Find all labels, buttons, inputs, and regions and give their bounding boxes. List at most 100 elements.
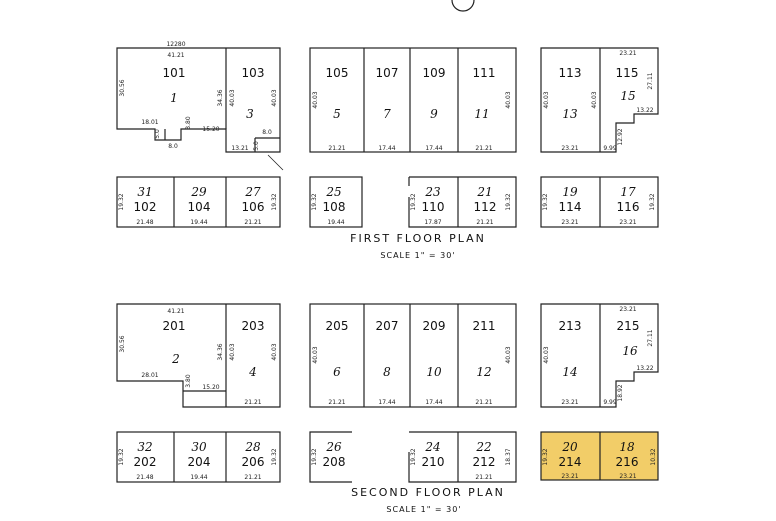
dimension-label: 40.03 xyxy=(229,89,236,106)
dimension-label: 18.37 xyxy=(505,448,512,465)
dimension-label: 19.32 xyxy=(271,448,278,465)
unit-116-label: 116 xyxy=(617,200,640,214)
lot-4-label: 4 xyxy=(248,365,257,379)
dimension-label: 17.87 xyxy=(424,219,441,226)
unit-107-label: 107 xyxy=(376,66,399,80)
unit-114-label: 114 xyxy=(559,200,582,214)
dimension-label: 23.21 xyxy=(619,50,636,57)
unit-108-label: 108 xyxy=(323,200,346,214)
building-102-106-outline xyxy=(116,176,281,228)
unit-206-label: 206 xyxy=(242,455,265,469)
lot-2-label: 2 xyxy=(171,352,180,366)
lot-16-label: 16 xyxy=(622,344,638,358)
first-floor-plan: 101 1 103 3 105 5 107 7 109 9 111 11 113… xyxy=(116,41,659,260)
lot-14-label: 14 xyxy=(562,365,577,379)
dimension-label: 40.03 xyxy=(271,89,278,106)
unit-106-label: 106 xyxy=(242,200,265,214)
dimension-label: 10.32 xyxy=(650,448,657,465)
lot-13-label: 13 xyxy=(562,107,578,121)
dimension-label: 17.44 xyxy=(378,145,395,152)
dimension-label: 21.21 xyxy=(476,219,493,226)
dimension-label: 21.21 xyxy=(244,219,261,226)
unit-110-label: 110 xyxy=(422,200,445,214)
dimension-label: 19.32 xyxy=(271,193,278,210)
dimension-label: 12.92 xyxy=(617,128,624,145)
unit-215-label: 215 xyxy=(617,319,640,333)
lot-18-label: 18 xyxy=(619,440,635,454)
dimension-label: 23.21 xyxy=(619,473,636,480)
lot-20-label: 20 xyxy=(561,440,578,454)
first-floor-dimensions: 12280 41.21 30.56 18.01 34.36 40.03 40.0… xyxy=(118,41,656,226)
dimension-label: 18.01 xyxy=(141,119,158,126)
first-floor-title: FIRST FLOOR PLAN xyxy=(350,232,486,245)
unit-102-label: 102 xyxy=(134,200,157,214)
lot-29-label: 29 xyxy=(190,185,207,199)
dimension-label: 5.0 xyxy=(253,141,260,151)
pointer-arrow-icon xyxy=(267,154,284,171)
second-floor-title: SECOND FLOOR PLAN xyxy=(351,486,505,499)
lot-25-label: 25 xyxy=(325,185,341,199)
dimension-label: 21.48 xyxy=(136,474,153,481)
dimension-label: 9.99 xyxy=(603,399,617,406)
dimension-label: 19.32 xyxy=(311,193,318,210)
dimension-label: 19.32 xyxy=(410,193,417,210)
dimension-label: 21.21 xyxy=(475,399,492,406)
dimension-label: 18.92 xyxy=(617,384,624,401)
dimension-label: 27.11 xyxy=(647,72,654,89)
unit-115-label: 115 xyxy=(616,66,639,80)
dimension-label: 9.99 xyxy=(603,145,617,152)
dimension-label: 21.21 xyxy=(244,474,261,481)
unit-104-label: 104 xyxy=(188,200,211,214)
lot-3-label: 3 xyxy=(246,107,254,121)
lot-22-label: 22 xyxy=(475,440,491,454)
lot-12-label: 12 xyxy=(476,365,491,379)
dimension-label: 34.36 xyxy=(217,343,224,360)
dimension-label: 34.36 xyxy=(217,89,224,106)
dimension-label: 40.03 xyxy=(505,346,512,363)
dimension-label: 21.21 xyxy=(328,399,345,406)
dimension-label: 40.03 xyxy=(229,343,236,360)
lot-10-label: 10 xyxy=(426,365,442,379)
lot-30-label: 30 xyxy=(191,440,207,454)
second-floor-plan: 201 2 203 4 205 6 207 8 209 10 211 12 21… xyxy=(116,303,659,514)
dimension-label: 19.44 xyxy=(190,474,207,481)
dimension-label: 12280 xyxy=(166,41,185,48)
building-201-203-outline xyxy=(116,303,281,408)
building-101-103-outline xyxy=(116,47,281,153)
unit-216-label: 216 xyxy=(616,455,639,469)
lot-8-label: 8 xyxy=(383,365,391,379)
dimension-label: 19.32 xyxy=(542,193,549,210)
dimension-label: 17.44 xyxy=(425,399,442,406)
dimension-label: 41.21 xyxy=(167,52,184,59)
north-arrow-icon xyxy=(451,0,475,12)
unit-205-label: 205 xyxy=(326,319,349,333)
dimension-label: 19.32 xyxy=(118,448,125,465)
lot-32-label: 32 xyxy=(137,440,152,454)
unit-112-label: 112 xyxy=(474,200,497,214)
dimension-label: 13.21 xyxy=(231,145,248,152)
lot-23-label: 23 xyxy=(424,185,441,199)
dimension-label: 13.22 xyxy=(636,107,653,114)
dimension-label: 40.03 xyxy=(591,91,598,108)
building-213-215-outline xyxy=(540,303,659,408)
dimension-label: 21.21 xyxy=(328,145,345,152)
dimension-label: 23.21 xyxy=(561,473,578,480)
dimension-label: 5.0 xyxy=(154,129,161,139)
lot-6-label: 6 xyxy=(333,365,341,379)
unit-209-label: 209 xyxy=(423,319,446,333)
dimension-label: 15.20 xyxy=(202,126,219,133)
lot-26-label: 26 xyxy=(325,440,342,454)
building-110-112-outline xyxy=(408,176,517,228)
lot-15-label: 15 xyxy=(620,89,635,103)
dimension-label: 30.56 xyxy=(119,335,126,352)
unit-213-label: 213 xyxy=(559,319,582,333)
dimension-label: 40.03 xyxy=(312,91,319,108)
dimension-label: 40.03 xyxy=(505,91,512,108)
lot-17-label: 17 xyxy=(620,185,636,199)
dimension-label: 17.44 xyxy=(425,145,442,152)
dimension-label: 27.11 xyxy=(647,329,654,346)
dimension-label: 23.21 xyxy=(619,306,636,313)
dimension-label: 28.01 xyxy=(141,372,158,379)
building-208-outline xyxy=(309,431,352,483)
lot-31-label: 31 xyxy=(137,185,152,199)
